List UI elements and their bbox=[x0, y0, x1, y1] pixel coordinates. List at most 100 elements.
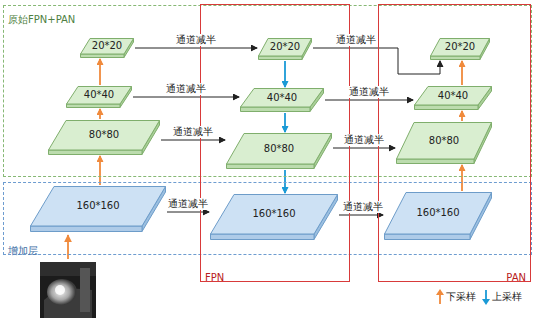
slab-front bbox=[415, 105, 479, 110]
slab-top bbox=[385, 193, 492, 235]
box-label: 80*80 bbox=[89, 129, 119, 141]
image-blob bbox=[47, 279, 77, 305]
slab-front bbox=[397, 159, 475, 164]
feature-map-box: 80*80 bbox=[226, 133, 332, 169]
image-bar bbox=[80, 268, 90, 312]
connector-arrow bbox=[99, 156, 101, 185]
box-label-holder: 20*20 bbox=[80, 38, 134, 54]
legend-arrow-head bbox=[482, 299, 490, 305]
slab-front bbox=[49, 150, 143, 155]
box-label-holder: 160*160 bbox=[30, 186, 166, 226]
slab-top bbox=[49, 121, 160, 151]
connector-arrow bbox=[135, 48, 257, 49]
edge-label: 通道减半 bbox=[348, 86, 390, 98]
stage-label: FPN bbox=[205, 272, 224, 284]
slab-top bbox=[227, 134, 332, 165]
slab-front bbox=[211, 234, 315, 240]
box-label: 80*80 bbox=[429, 135, 459, 147]
legend-label: 上采样 bbox=[492, 291, 522, 303]
downsample-arrow bbox=[67, 235, 69, 259]
feature-map-box: 40*40 bbox=[240, 88, 324, 112]
region-label: 原始FPN+PAN bbox=[8, 14, 75, 26]
slab-front bbox=[81, 54, 125, 58]
legend-arrow-head bbox=[436, 289, 444, 295]
box-label-holder: 20*20 bbox=[430, 38, 490, 56]
connector-arrow bbox=[325, 100, 413, 101]
legend-item: 上采样 bbox=[482, 289, 522, 305]
image-highlight bbox=[55, 285, 65, 295]
box-label-holder: 20*20 bbox=[258, 38, 312, 56]
legend-arrow-shaft bbox=[439, 294, 441, 304]
feature-map-box: 160*160 bbox=[30, 186, 166, 232]
connector-arrow bbox=[284, 113, 286, 132]
box-label-holder: 160*160 bbox=[210, 194, 338, 234]
legend-label: 下采样 bbox=[446, 291, 476, 303]
slab-front bbox=[241, 107, 311, 112]
connector-arrow bbox=[99, 59, 101, 85]
slab-top bbox=[259, 39, 312, 57]
box-label: 160*160 bbox=[252, 208, 295, 220]
stage-frame: FPN bbox=[200, 4, 350, 282]
connector-arrow bbox=[339, 215, 383, 216]
slab-top bbox=[67, 87, 132, 105]
connector-arrow bbox=[133, 97, 239, 98]
edge-label: 通道减半 bbox=[172, 126, 214, 138]
feature-map-box: 40*40 bbox=[66, 86, 132, 108]
box-label-holder: 160*160 bbox=[384, 192, 492, 234]
box-label-holder: 40*40 bbox=[414, 86, 492, 105]
slab-top bbox=[81, 39, 134, 55]
slab-top bbox=[431, 39, 490, 57]
box-label-holder: 80*80 bbox=[226, 133, 332, 164]
connector-arrow bbox=[284, 61, 286, 87]
connector-arrow bbox=[461, 111, 463, 121]
slab-front bbox=[259, 56, 303, 60]
connector-arrow bbox=[333, 148, 395, 149]
slab-top bbox=[241, 89, 324, 108]
slab-top bbox=[397, 123, 492, 160]
feature-map-box: 80*80 bbox=[396, 122, 492, 164]
edge-label: 通道减半 bbox=[335, 34, 377, 46]
feature-map-box: 160*160 bbox=[210, 194, 338, 240]
layer-region: 原始FPN+PAN 20*20 20*20 20*20 40*40 40*40 40*40 8… bbox=[3, 5, 532, 177]
box-label: 20*20 bbox=[445, 41, 475, 53]
stage-frame: PAN bbox=[378, 4, 531, 282]
slab-front bbox=[31, 226, 143, 232]
slab-top bbox=[415, 87, 492, 106]
legend-item: 下采样 bbox=[436, 289, 476, 305]
connector-arrow bbox=[167, 212, 209, 213]
image-ground bbox=[40, 262, 96, 318]
feature-map-box: 40*40 bbox=[414, 86, 492, 110]
slab-top bbox=[211, 195, 338, 235]
box-label: 40*40 bbox=[438, 90, 468, 102]
slab-top bbox=[31, 187, 166, 227]
legend-arrow bbox=[482, 289, 490, 305]
feature-map-box: 20*20 bbox=[80, 38, 134, 58]
edge-label: 通道减半 bbox=[167, 198, 209, 210]
layer-region: 增加层 160*160 160*160 160*160 bbox=[3, 182, 532, 255]
connector-arrow bbox=[461, 61, 463, 85]
box-label: 160*160 bbox=[416, 207, 459, 219]
feature-map-box: 20*20 bbox=[430, 38, 490, 60]
feature-map-box: 20*20 bbox=[258, 38, 312, 60]
connector-arrow bbox=[313, 48, 440, 74]
box-label-holder: 40*40 bbox=[240, 88, 324, 107]
box-label-holder: 80*80 bbox=[48, 120, 160, 150]
edge-label: 通道减半 bbox=[342, 201, 384, 213]
slab-front bbox=[431, 56, 481, 60]
legend-arrow-shaft bbox=[485, 290, 487, 300]
region-label: 增加层 bbox=[8, 245, 38, 257]
box-label: 40*40 bbox=[84, 89, 114, 101]
box-label: 80*80 bbox=[264, 143, 294, 155]
box-label: 160*160 bbox=[76, 200, 119, 212]
box-label: 20*20 bbox=[270, 41, 300, 53]
box-label: 20*20 bbox=[92, 40, 122, 52]
legend: 下采样 上采样 bbox=[436, 289, 522, 305]
slab-front bbox=[227, 164, 315, 169]
input-image bbox=[40, 262, 96, 318]
stage-label: PAN bbox=[506, 272, 526, 284]
box-label: 40*40 bbox=[267, 92, 297, 104]
slab-front bbox=[385, 234, 471, 240]
